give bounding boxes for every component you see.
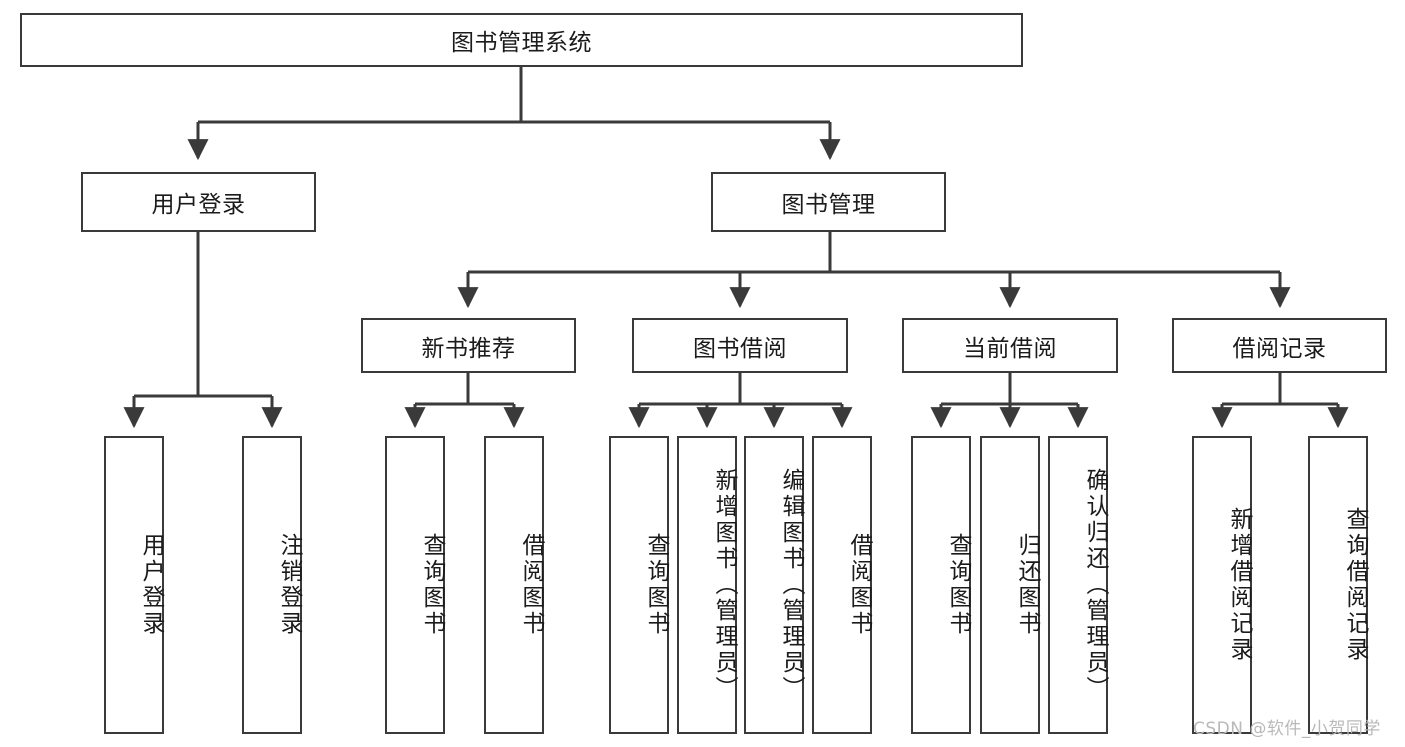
node-leaf-user-login-label: 用户登录 — [138, 533, 164, 637]
node-leaf-add-book-label: 新增图书（管理员） — [711, 468, 737, 702]
node-user-login[interactable]: 用户登录 — [81, 172, 316, 232]
node-book-manage-label: 图书管理 — [781, 192, 876, 218]
node-current-borrow[interactable]: 当前借阅 — [902, 318, 1118, 373]
node-leaf-borrow-book-2[interactable]: 借阅图书 — [812, 436, 872, 734]
node-leaf-edit-book[interactable]: 编辑图书（管理员） — [744, 436, 804, 734]
node-leaf-query-book-2[interactable]: 查询图书 — [609, 436, 669, 734]
node-leaf-confirm-return[interactable]: 确认归还（管理员） — [1048, 436, 1108, 734]
node-leaf-user-login[interactable]: 用户登录 — [104, 436, 164, 734]
node-leaf-logout-label: 注销登录 — [276, 533, 302, 637]
node-borrow-record-label: 借阅记录 — [1232, 335, 1327, 362]
node-leaf-borrow-book-1[interactable]: 借阅图书 — [484, 436, 544, 734]
node-new-book-rec[interactable]: 新书推荐 — [361, 318, 576, 373]
node-borrow-record[interactable]: 借阅记录 — [1172, 318, 1387, 373]
node-leaf-return-book[interactable]: 归还图书 — [980, 436, 1040, 734]
node-leaf-query-book-1-label: 查询图书 — [419, 533, 445, 637]
node-leaf-add-record-label: 新增借阅记录 — [1226, 507, 1252, 663]
node-leaf-borrow-book-1-label: 借阅图书 — [518, 533, 544, 637]
node-leaf-query-book-3[interactable]: 查询图书 — [911, 436, 971, 734]
node-book-borrow-label: 图书借阅 — [693, 335, 787, 362]
node-leaf-query-book-1[interactable]: 查询图书 — [385, 436, 445, 734]
node-root-label: 图书管理系统 — [451, 30, 592, 56]
node-leaf-add-book[interactable]: 新增图书（管理员） — [677, 436, 737, 734]
node-user-login-label: 用户登录 — [151, 192, 246, 218]
node-leaf-query-book-2-label: 查询图书 — [643, 533, 669, 637]
node-leaf-query-record[interactable]: 查询借阅记录 — [1308, 436, 1368, 734]
node-leaf-confirm-return-label: 确认归还（管理员） — [1082, 468, 1108, 702]
node-leaf-logout[interactable]: 注销登录 — [242, 436, 302, 734]
node-leaf-borrow-book-2-label: 借阅图书 — [846, 533, 872, 637]
node-book-manage[interactable]: 图书管理 — [711, 172, 946, 232]
node-leaf-return-book-label: 归还图书 — [1014, 533, 1040, 637]
node-new-book-rec-label: 新书推荐 — [421, 335, 516, 362]
node-book-borrow[interactable]: 图书借阅 — [632, 318, 848, 373]
watermark: CSDN @软件_小贺同学 — [1193, 719, 1381, 739]
node-leaf-query-book-3-label: 查询图书 — [945, 533, 971, 637]
node-leaf-add-record[interactable]: 新增借阅记录 — [1192, 436, 1252, 734]
node-current-borrow-label: 当前借阅 — [963, 335, 1057, 362]
node-root[interactable]: 图书管理系统 — [20, 13, 1023, 67]
node-leaf-edit-book-label: 编辑图书（管理员） — [778, 468, 804, 702]
node-leaf-query-record-label: 查询借阅记录 — [1342, 507, 1368, 663]
